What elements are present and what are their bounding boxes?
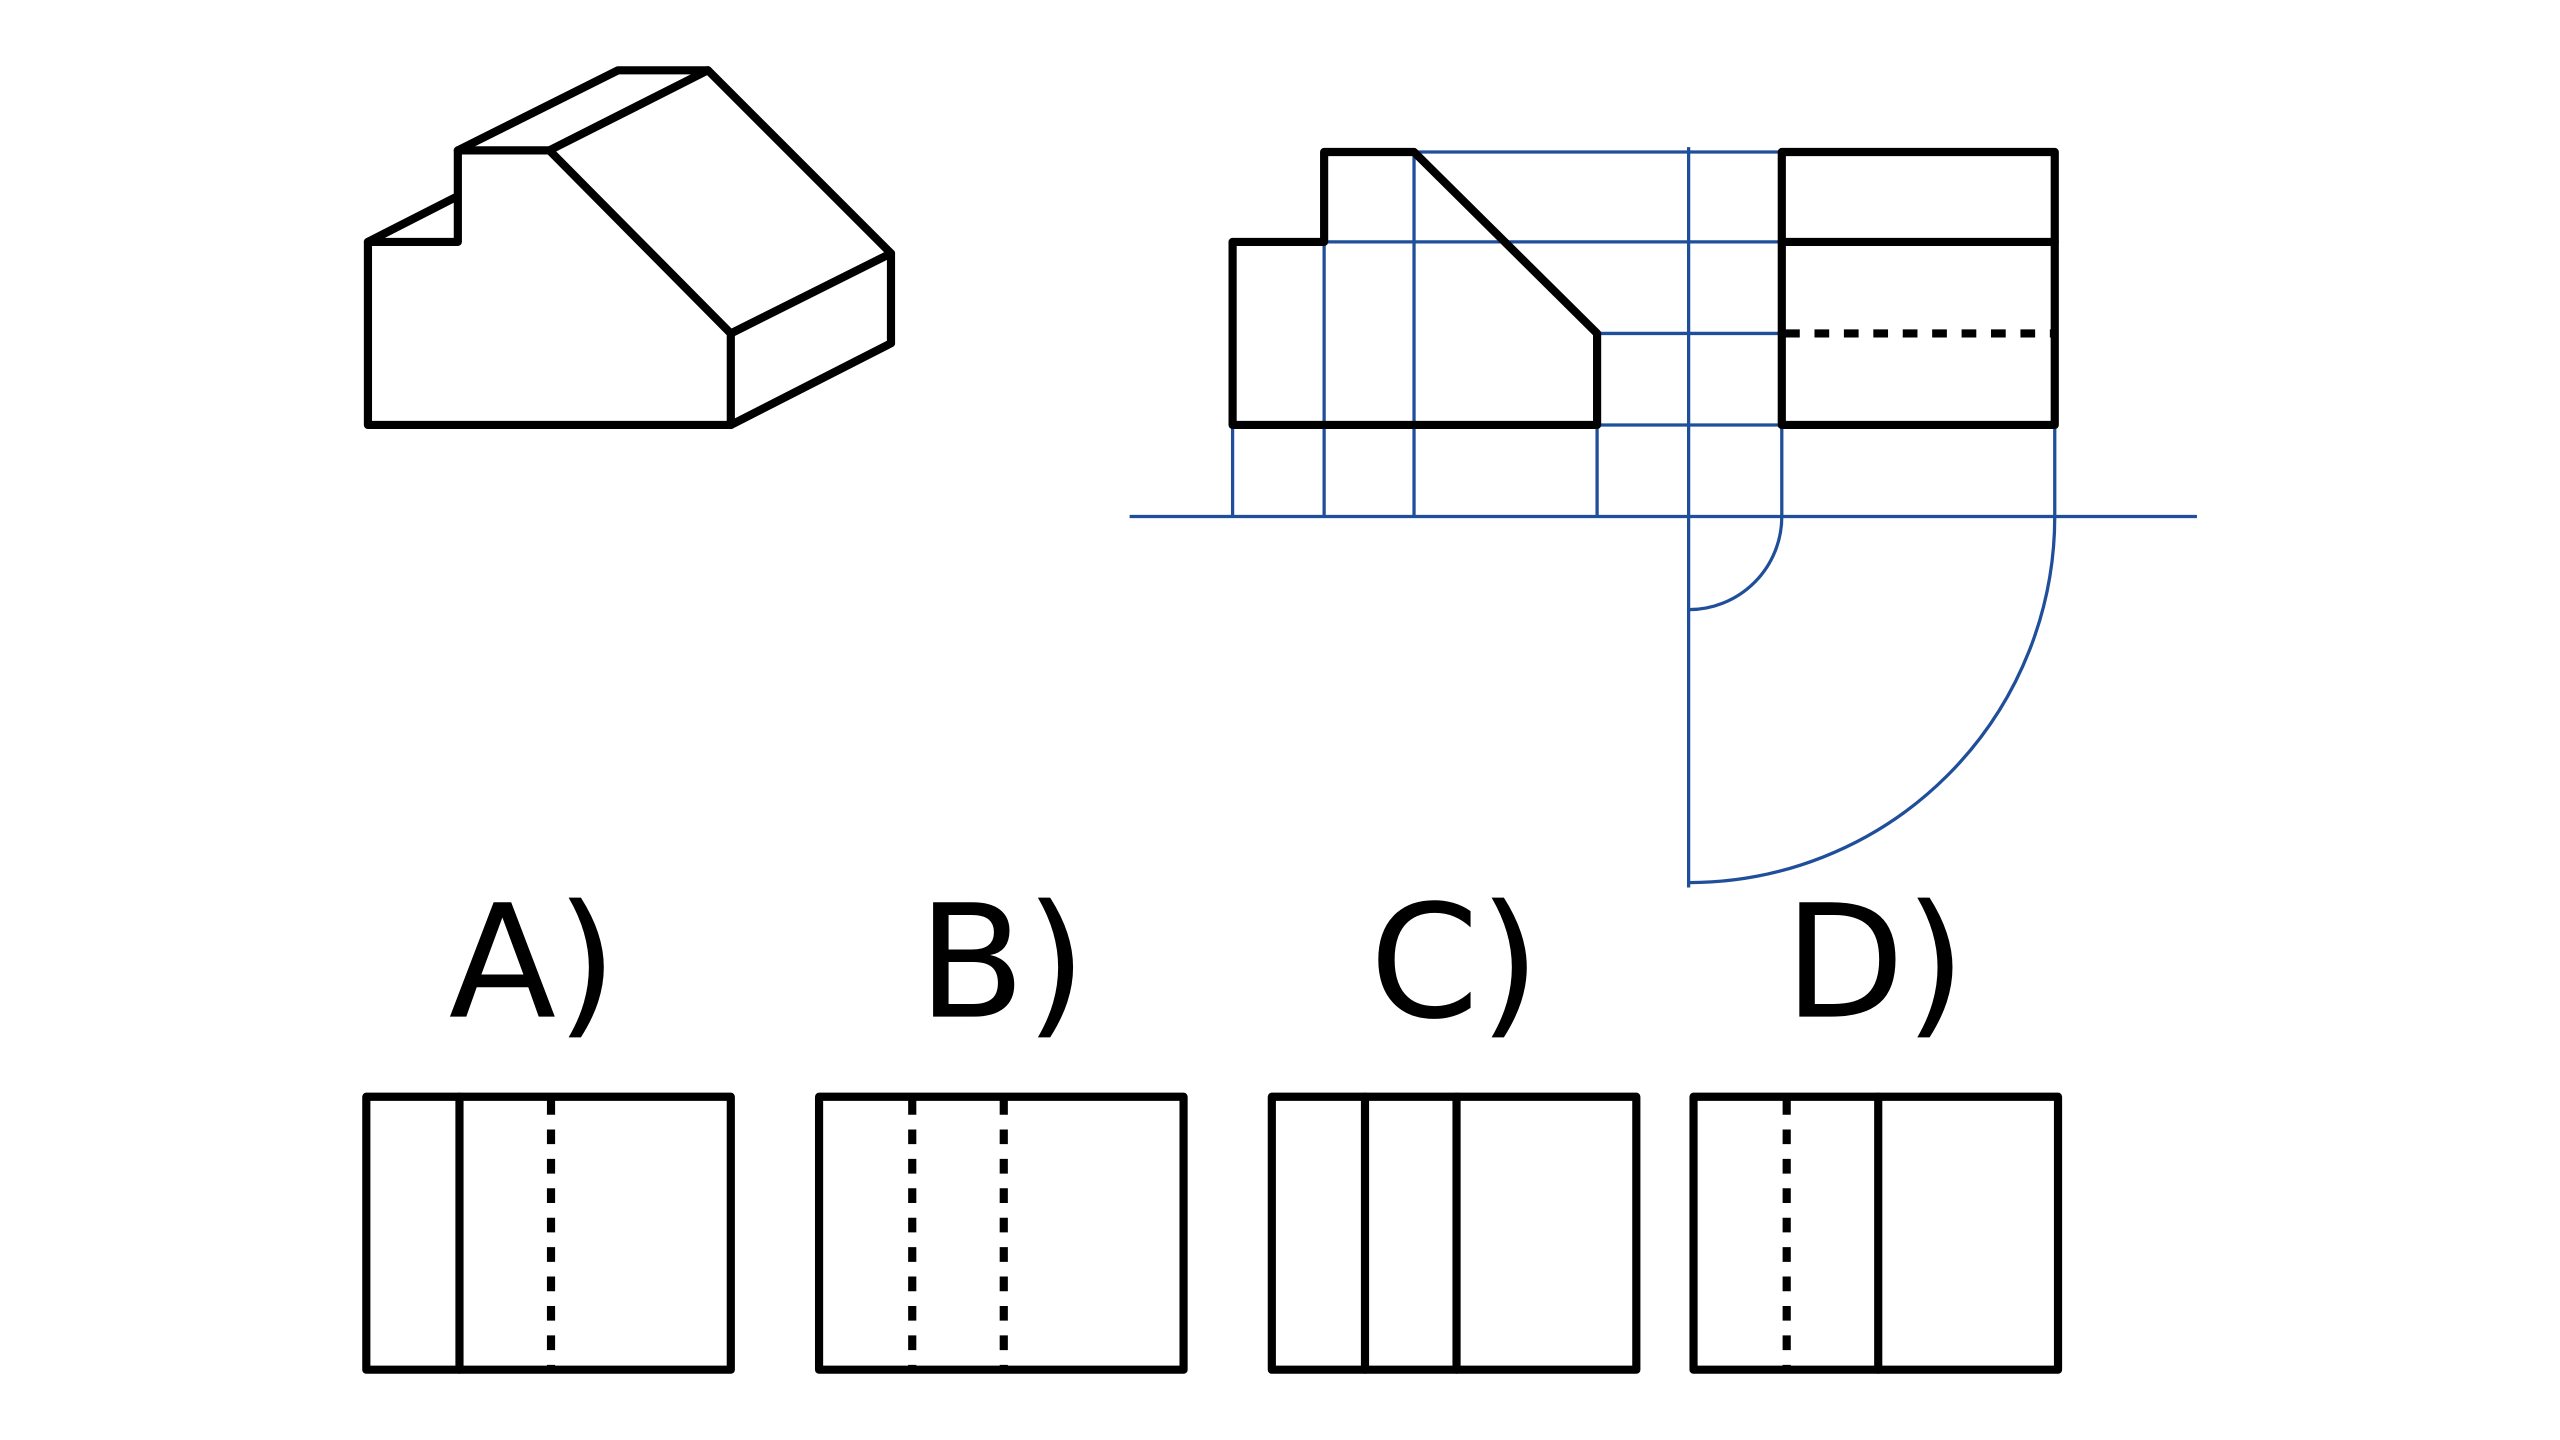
side-view xyxy=(1777,147,2059,430)
option-b[interactable]: B) xyxy=(814,872,1188,1374)
answer-options: A) B) C) D) xyxy=(362,872,2063,1374)
option-d[interactable]: D) xyxy=(1689,872,2063,1374)
transfer-arc-large xyxy=(1688,516,2057,885)
iso-edge xyxy=(726,339,896,430)
iso-edge xyxy=(453,66,896,258)
side-view-outline xyxy=(1777,147,2059,430)
front-view-outline xyxy=(1228,147,1602,430)
iso-edge xyxy=(363,193,459,246)
option-a[interactable]: A) xyxy=(362,872,735,1374)
isometric-view xyxy=(363,66,896,430)
front-view xyxy=(1228,147,1602,430)
option-b-label: B) xyxy=(918,872,1087,1055)
option-c-label: C) xyxy=(1370,872,1541,1055)
option-a-label: A) xyxy=(449,872,618,1055)
iso-edge xyxy=(545,66,713,155)
iso-front-face xyxy=(363,146,735,430)
transfer-arc-small xyxy=(1688,516,1784,612)
option-d-label: D) xyxy=(1784,872,1966,1055)
iso-edge xyxy=(726,249,896,348)
projection-construction-lines xyxy=(1129,147,2197,888)
option-c[interactable]: C) xyxy=(1267,872,1641,1374)
